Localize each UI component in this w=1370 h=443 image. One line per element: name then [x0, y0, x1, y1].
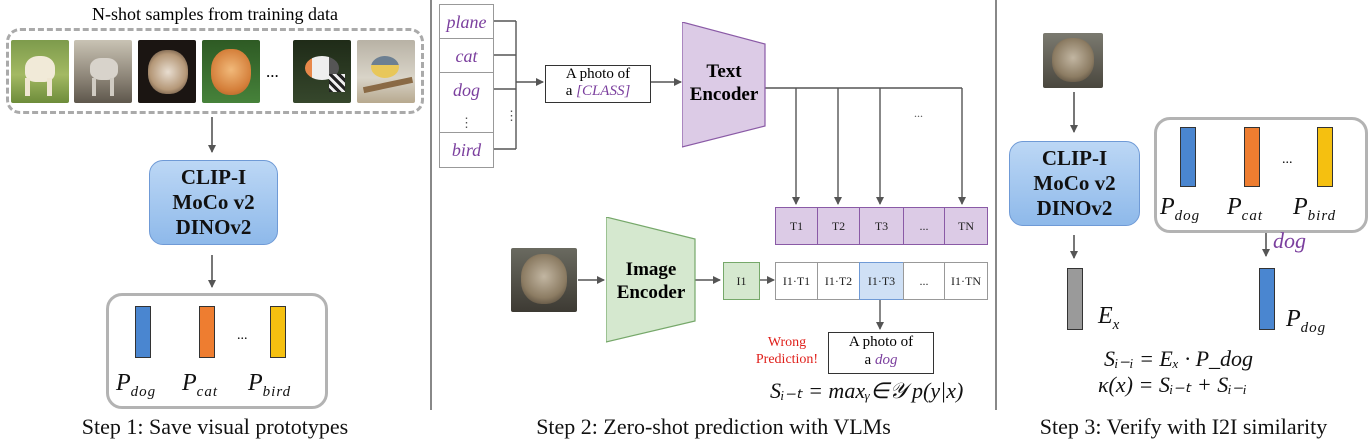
score-i1-t3-max: I1·T3	[859, 262, 904, 300]
step3-bar-dog	[1180, 127, 1196, 187]
bracket-vdots: ⋮	[505, 108, 518, 123]
prompt-template-box: A photo of a [CLASS]	[545, 65, 651, 103]
class-bracket	[493, 20, 517, 150]
query-embedding-bar	[1067, 268, 1083, 330]
step3-prototype-ellipsis: ...	[1282, 152, 1293, 167]
text-token-fanout	[765, 87, 966, 205]
predicted-class: dog	[874, 352, 898, 368]
step3-feature-extractor-box: CLIP-I MoCo v2 DINOv2	[1009, 141, 1140, 226]
selected-prototype-bar	[1259, 268, 1275, 330]
selected-class-label: dog	[1273, 228, 1306, 253]
label-p-cat: Pcat	[182, 370, 218, 400]
step3-label-p-bird: Pbird	[1293, 194, 1337, 224]
label-p-bird: Pbird	[248, 370, 292, 400]
label-e-x: Ex	[1098, 303, 1121, 333]
samples-dashed-box	[6, 28, 424, 114]
class-plane: plane	[439, 4, 494, 40]
sample-photo-bird-1	[293, 40, 351, 103]
formula-kappa: κ(x) = Sᵢ₋ₜ + Sᵢ₋ᵢ	[1098, 372, 1247, 397]
score-ellipsis: ...	[903, 262, 945, 300]
step3-query-image-cat	[1043, 33, 1103, 88]
model-moco-v2: MoCo v2	[172, 190, 255, 214]
text-token-1: T1	[775, 207, 818, 245]
class-bird: bird	[439, 132, 494, 168]
prototype-ellipsis: ...	[237, 328, 248, 343]
model-dinov2: DINOv2	[175, 215, 252, 239]
template-line2: a [CLASS]	[565, 83, 631, 99]
image-token-i1: I1	[723, 262, 760, 300]
step3-prototype-bank	[1154, 117, 1368, 233]
formula-s-i-i: Sᵢ₋ᵢ = Eₓ · P_dog	[1104, 346, 1254, 371]
step2-caption: Step 2: Zero-shot prediction with VLMs	[536, 414, 891, 439]
label-p-dog: Pdog	[116, 370, 157, 400]
prediction-box: A photo of a dog	[828, 332, 934, 374]
score-i1-t1: I1·T1	[775, 262, 818, 300]
prototype-bar-bird	[270, 306, 286, 358]
model-clip-i: CLIP-I	[180, 165, 247, 189]
step3-label-p-cat: Pcat	[1227, 194, 1263, 224]
text-token-n: TN	[944, 207, 988, 245]
sample-photo-cat-1	[138, 40, 196, 103]
query-image-cat	[511, 248, 577, 312]
prototype-bar-dog	[135, 306, 151, 358]
step3-model-moco-v2: MoCo v2	[1033, 171, 1116, 195]
class-dog: dog	[439, 72, 494, 108]
step3-bar-cat	[1244, 127, 1260, 187]
text-encoder-shape	[682, 22, 766, 148]
image-encoder-shape	[606, 217, 696, 343]
sample-photo-bird-2	[357, 40, 415, 103]
text-token-2: T2	[817, 207, 860, 245]
class-cat: cat	[439, 38, 494, 74]
sample-photo-cat-2	[202, 40, 260, 103]
score-i1-t2: I1·T2	[817, 262, 860, 300]
score-i1-tn: I1·TN	[944, 262, 988, 300]
sample-photo-dog-2	[74, 40, 132, 103]
step3-model-dinov2: DINOv2	[1036, 196, 1113, 220]
label-selected-p-dog: Pdog	[1286, 306, 1327, 336]
step3-label-p-dog: Pdog	[1160, 194, 1201, 224]
step3-model-clip-i: CLIP-I	[1041, 146, 1108, 170]
text-token-3: T3	[859, 207, 904, 245]
feature-extractor-box: CLIP-I MoCo v2 DINOv2	[149, 160, 278, 245]
prototype-bank	[106, 293, 328, 409]
text-token-ellipsis: ...	[903, 207, 945, 245]
step3-caption: Step 3: Verify with I2I similarity	[1039, 414, 1328, 439]
formula-s-i-t: Sᵢ₋ₜ = maxᵧ∈𝒴 p(y|x)	[770, 378, 964, 403]
text-fanout-ellipsis: ...	[914, 106, 923, 120]
template-line1: A photo of	[565, 66, 631, 82]
prototype-bar-cat	[199, 306, 215, 358]
sample-photo-dog-1	[11, 40, 69, 103]
step3-bar-bird	[1317, 127, 1333, 187]
samples-title: N-shot samples from training data	[92, 4, 338, 24]
template-class-token: [CLASS]	[576, 83, 631, 99]
samples-ellipsis: ...	[266, 62, 279, 81]
step1-caption: Step 1: Save visual prototypes	[81, 414, 349, 439]
